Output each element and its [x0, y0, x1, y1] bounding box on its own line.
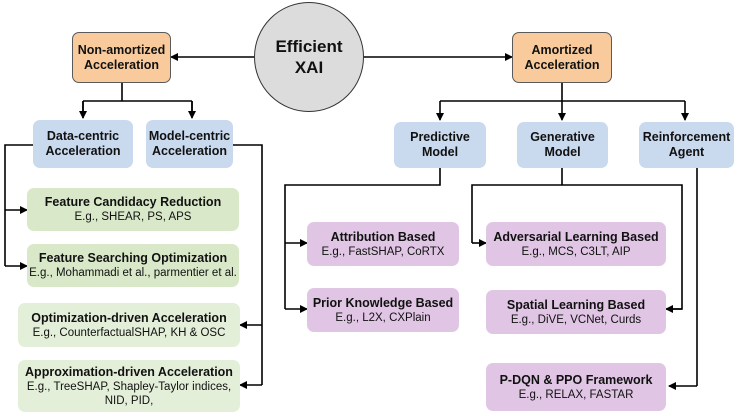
pdqn-ppo-framework-node: P-DQN & PPO Framework E.g., RELAX, FASTA…	[486, 363, 666, 411]
attribution-examples: E.g., FastSHAP, CoRTX	[321, 245, 445, 258]
spatial-learning-based-node: Spatial Learning Based E.g., DiVE, VCNet…	[486, 290, 666, 334]
amortized-line1: Amortized	[531, 42, 593, 57]
approximation-driven-acceleration-node: Approximation-driven Acceleration E.g., …	[18, 360, 240, 412]
generative-line1: Generative	[530, 130, 595, 144]
reinforcement-line1: Reinforcement	[642, 130, 731, 144]
amortized-node: Amortized Acceleration	[512, 32, 612, 83]
optimization-driven-title: Optimization-driven Acceleration	[31, 310, 227, 325]
approximation-driven-examples-line1: E.g., TreeSHAP, Shapley-Taylor indices,	[26, 380, 232, 393]
spatial-examples: E.g., DiVE, VCNet, Curds	[510, 313, 642, 326]
non-amortized-line1: Non-amortized	[77, 42, 166, 57]
prior-knowledge-examples: E.g., L2X, CXPlain	[335, 311, 431, 324]
model-centric-line2: Acceleration	[151, 144, 228, 158]
predictive-line2: Model	[421, 145, 459, 159]
feature-candidacy-reduction-node: Feature Candidacy Reduction E.g., SHEAR,…	[27, 188, 239, 231]
data-centric-line1: Data-centric	[46, 129, 120, 143]
non-amortized-node: Non-amortized Acceleration	[72, 32, 171, 83]
prior-knowledge-based-node: Prior Knowledge Based E.g., L2X, CXPlain	[307, 288, 459, 332]
approximation-driven-title: Approximation-driven Acceleration	[25, 364, 233, 379]
reinforcement-agent-node: Reinforcement Agent	[639, 122, 734, 168]
data-centric-line2: Acceleration	[45, 144, 121, 158]
reinforcement-line2: Agent	[668, 145, 705, 159]
attribution-title: Attribution Based	[330, 229, 436, 244]
feature-searching-title: Feature Searching Optimization	[38, 251, 228, 265]
optimization-driven-acceleration-node: Optimization-driven Acceleration E.g., C…	[18, 303, 240, 347]
adversarial-title: Adversarial Learning Based	[493, 229, 659, 244]
feature-searching-examples: E.g., Mohammadi et al., parmentier et al…	[29, 267, 237, 279]
model-centric-line1: Model-centric	[148, 129, 231, 143]
generative-model-node: Generative Model	[517, 122, 608, 168]
optimization-driven-examples: E.g., CounterfactualSHAP, KH & OSC	[32, 326, 226, 339]
data-centric-node: Data-centric Acceleration	[33, 120, 133, 168]
pdqn-ppo-examples: E.g., RELAX, FASTAR	[518, 388, 634, 401]
predictive-model-node: Predictive Model	[394, 122, 486, 168]
spatial-title: Spatial Learning Based	[506, 297, 646, 312]
attribution-based-node: Attribution Based E.g., FastSHAP, CoRTX	[307, 222, 459, 266]
non-amortized-line2: Acceleration	[83, 57, 160, 72]
feature-candidacy-examples: E.g., SHEAR, PS, APS	[74, 211, 192, 223]
model-centric-node: Model-centric Acceleration	[146, 120, 233, 168]
pdqn-ppo-title: P-DQN & PPO Framework	[499, 372, 653, 387]
edge-predictive-trunk	[284, 168, 441, 309]
generative-line2: Model	[544, 145, 581, 159]
edge-model-centric-trunk	[233, 144, 263, 385]
amortized-line2: Acceleration	[524, 57, 600, 72]
predictive-line1: Predictive	[410, 130, 470, 144]
efficient-xai-node: Efficient XAI	[254, 2, 364, 112]
feature-candidacy-title: Feature Candidacy Reduction	[44, 195, 222, 209]
adversarial-learning-based-node: Adversarial Learning Based E.g., MCS, C3…	[486, 222, 666, 266]
approximation-driven-examples-line2: NID, PID,	[104, 394, 154, 407]
efficient-xai-line1: Efficient	[275, 37, 343, 56]
efficient-xai-line2: XAI	[294, 58, 324, 77]
adversarial-examples: E.g., MCS, C3LT, AIP	[521, 245, 631, 258]
prior-knowledge-title: Prior Knowledge Based	[312, 295, 454, 310]
edge-amortized-split	[440, 83, 685, 102]
edge-data-centric-trunk	[4, 144, 33, 266]
edge-nonamortized-split	[82, 83, 193, 115]
feature-searching-optimization-node: Feature Searching Optimization E.g., Moh…	[27, 244, 239, 287]
